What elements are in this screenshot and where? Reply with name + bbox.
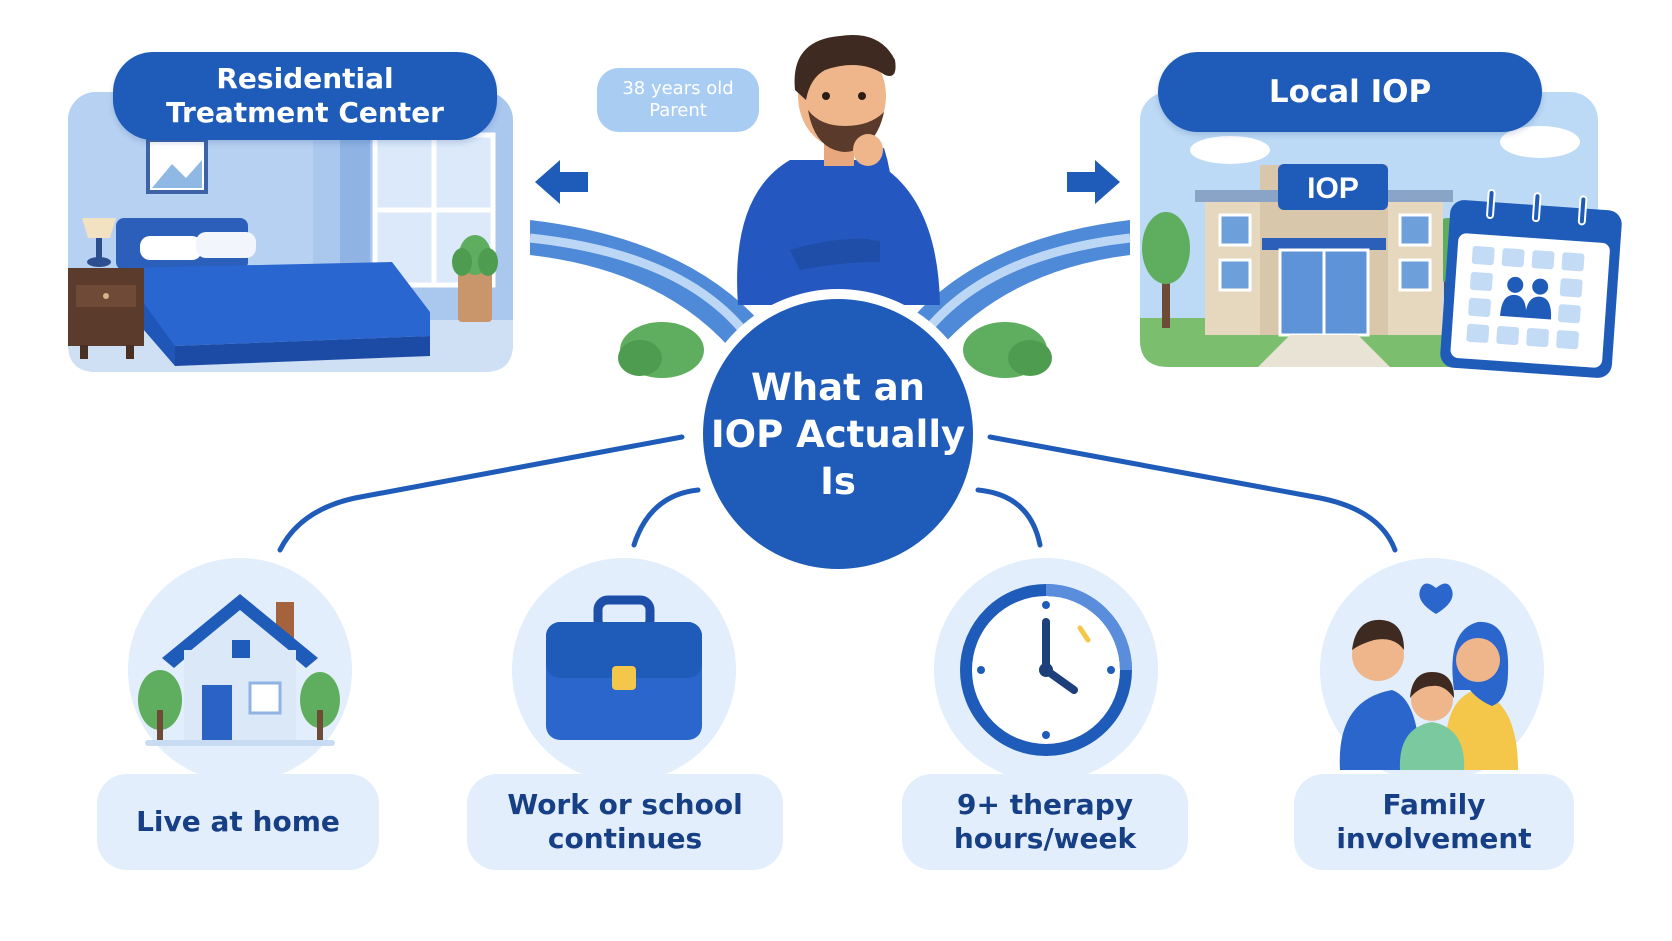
bush-left — [618, 322, 704, 378]
connector-family — [987, 434, 1398, 553]
feature-label-line2: hours/week — [953, 822, 1137, 855]
arrow-right-icon — [1067, 160, 1120, 204]
feature-hours-icon-circle — [934, 558, 1158, 782]
lamp-icon — [82, 218, 116, 267]
feature-label-line1: Work or school — [507, 788, 743, 821]
feature-label-family-involvement: Family involvement — [1294, 774, 1574, 870]
family-icon — [1339, 583, 1518, 770]
local-iop-title-text: Local IOP — [1268, 74, 1432, 110]
house-icon — [138, 594, 340, 746]
feature-label-line2: involvement — [1336, 822, 1532, 855]
iop-sign-text: IOP — [1307, 172, 1359, 205]
center-title-line2: IOP Actually — [710, 412, 966, 456]
feature-work-icon-circle — [512, 558, 736, 782]
center-title-line1: What an — [751, 365, 925, 409]
connector-work — [631, 487, 701, 548]
feature-label-live-at-home: Live at home — [97, 774, 379, 870]
calendar-people-icon — [1500, 276, 1552, 320]
nightstand — [68, 268, 144, 359]
feature-label-line1: Family — [1382, 788, 1486, 821]
feature-label-therapy-hours: 9+ therapy hours/week — [902, 774, 1188, 870]
bush-right — [963, 322, 1052, 378]
residential-title-line2: Treatment Center — [166, 96, 444, 129]
clock-icon — [960, 584, 1132, 756]
feature-label-line1: Live at home — [136, 805, 340, 838]
connector-hours — [975, 487, 1043, 548]
person-age: 38 years old — [622, 78, 734, 99]
wall-picture — [146, 138, 208, 194]
connector-home — [277, 434, 685, 553]
bed — [116, 218, 430, 366]
person-badge: 38 years old Parent — [597, 68, 759, 132]
tree-left — [1142, 212, 1190, 328]
calendar-icon — [1440, 189, 1622, 378]
diverging-path-left — [529, 220, 775, 348]
feature-label-line2: continues — [547, 822, 703, 855]
briefcase-icon — [546, 595, 702, 740]
center-title: What an IOP Actually Is — [703, 305, 973, 563]
thinking-person — [737, 35, 940, 305]
person-role: Parent — [649, 100, 707, 121]
potted-plant — [452, 235, 498, 322]
bedroom-illustration — [68, 92, 513, 372]
diverging-path-right — [895, 220, 1131, 348]
iop-sign: IOP — [1278, 164, 1388, 210]
feature-family-icon-circle — [1320, 558, 1544, 782]
feature-label-work-or-school: Work or school continues — [467, 774, 783, 870]
arrow-left-icon — [535, 160, 588, 204]
center-circle — [693, 289, 983, 579]
feature-label-line1: 9+ therapy — [957, 788, 1133, 821]
residential-title: Residential Treatment Center — [113, 52, 497, 140]
residential-title-line1: Residential — [216, 62, 394, 95]
center-title-line3: Is — [820, 459, 856, 503]
feature-home-icon-circle — [128, 558, 352, 782]
connector-lines — [277, 434, 1398, 553]
local-iop-title: Local IOP — [1158, 52, 1542, 132]
